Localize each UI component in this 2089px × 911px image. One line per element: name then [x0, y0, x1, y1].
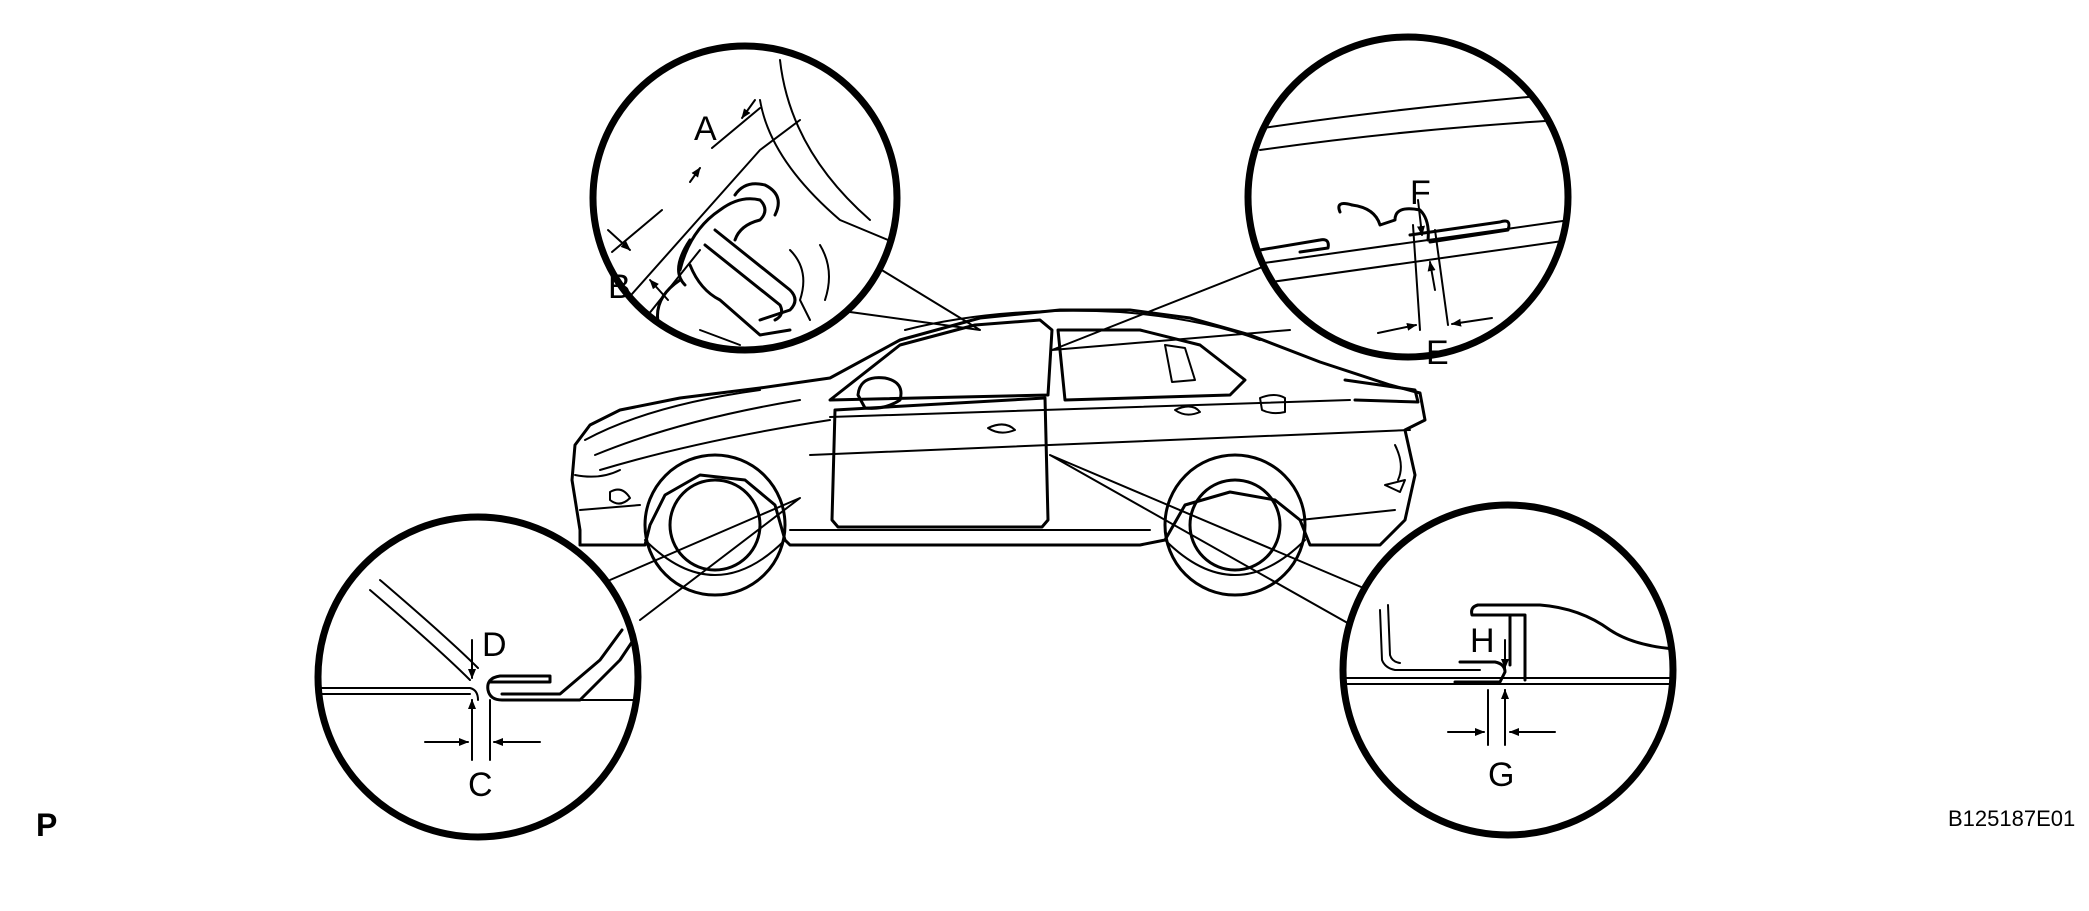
label-g: G: [1488, 756, 1514, 794]
detail-circle-bottom-right: H G: [1339, 501, 1677, 839]
detail-circle-bottom-left: D C: [314, 513, 642, 841]
label-e: E: [1426, 334, 1449, 372]
car-body: [570, 308, 1427, 597]
label-a: A: [694, 110, 717, 148]
front-wheel: [643, 453, 787, 597]
label-h: H: [1470, 622, 1495, 660]
drawing-code: B125187E01: [1948, 806, 2075, 831]
label-c: C: [468, 766, 493, 804]
rear-wheel: [1163, 453, 1307, 597]
corner-mark: P: [36, 807, 57, 843]
detail-circle-top-right: F E: [1244, 33, 1572, 372]
leader-lines: [609, 257, 1381, 631]
label-b: B: [608, 268, 631, 306]
label-f: F: [1410, 174, 1431, 212]
label-d: D: [482, 626, 507, 664]
detail-circle-top-left: A B: [589, 42, 901, 354]
